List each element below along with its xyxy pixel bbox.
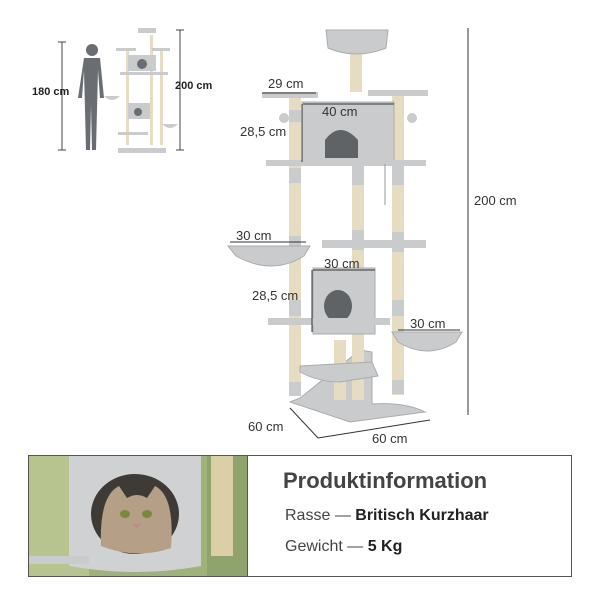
middle-platform [322,240,426,248]
cat-photo [28,455,248,577]
person-silhouette [78,44,104,150]
weight-separator: — [347,538,364,555]
lower-house [268,267,390,335]
lower-step [299,361,379,383]
upper-house [266,101,426,205]
weight-line: Gewicht — 5 Kg [285,538,402,556]
base-depth-label: 60 cm [248,419,284,434]
right-basket-label: 30 cm [410,316,446,331]
top-hammock [325,29,389,55]
cat-tree-illustration [58,28,469,439]
base-width-label: 60 cm [372,431,408,446]
weight-label: Gewicht [285,538,343,555]
breed-separator: — [334,507,351,524]
house-top-height-label: 28,5 cm [240,124,287,139]
breed-value: Britisch Kurzhaar [355,507,489,524]
lower-house-width-label: 30 cm [324,256,360,271]
breed-label: Rasse [285,507,331,524]
top-right-platform [368,90,428,96]
small-cat-tree [104,28,178,153]
top-left-platform [262,92,318,98]
person-height-label: 180 cm [32,86,70,98]
right-basket [391,331,463,352]
lower-house-height-label: 28,5 cm [252,288,299,303]
house-top-width-label: 40 cm [322,104,358,119]
total-height-label: 200 cm [474,193,517,208]
small-tree-height-label: 200 cm [175,80,213,92]
breed-line: Rasse — Britisch Kurzhaar [285,507,489,525]
left-basket-label: 30 cm [236,228,272,243]
top-platform-width-label: 29 cm [268,76,304,91]
left-basket [226,245,311,267]
weight-value: 5 Kg [367,538,403,555]
info-title: Produktinformation [283,468,488,493]
